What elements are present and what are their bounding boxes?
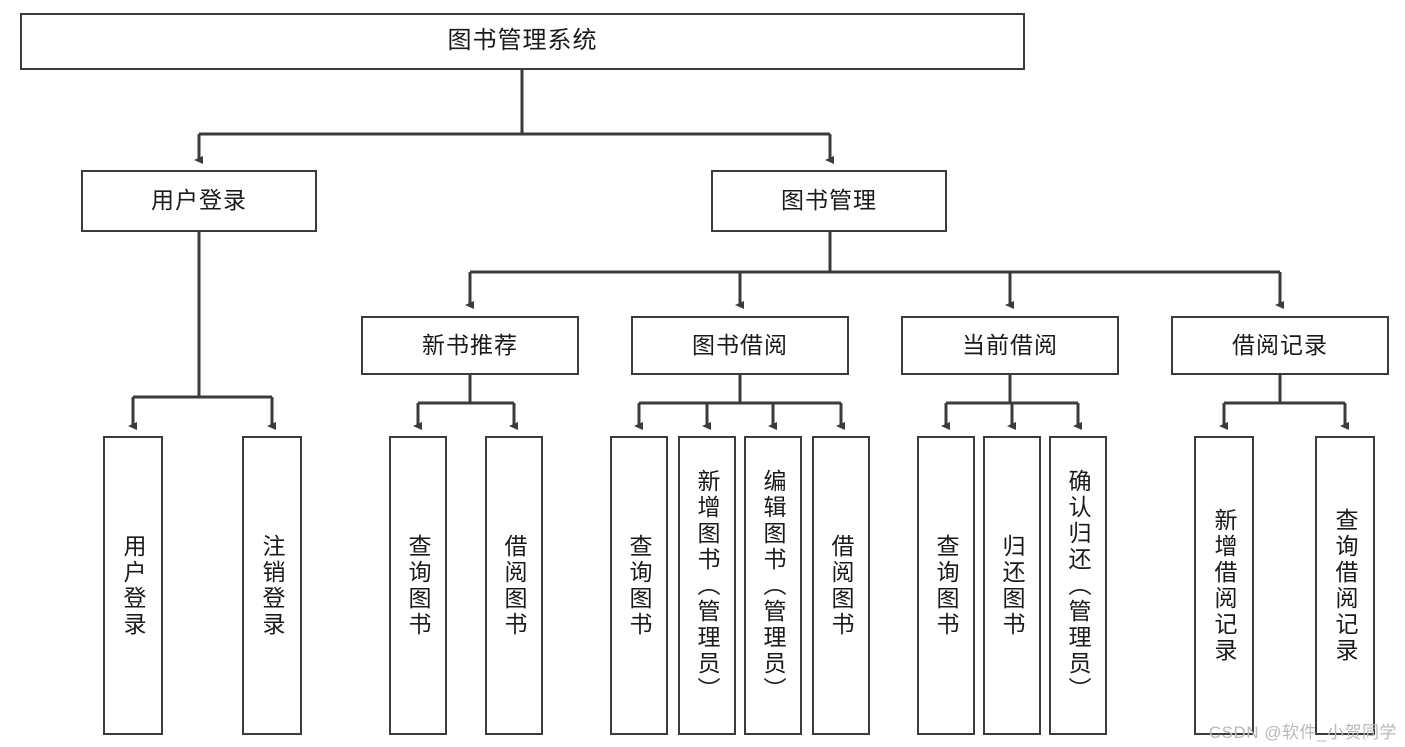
node-label: 归还图书 xyxy=(999,533,1026,638)
node-user-login[interactable]: 用户登录 xyxy=(81,170,317,232)
node-label: 借阅图书 xyxy=(828,533,855,638)
node-label: 查询借阅记录 xyxy=(1332,507,1359,664)
leaf-borrow-add-book-admin[interactable]: 新增图书（管理员） xyxy=(678,436,736,735)
node-book-management[interactable]: 图书管理 xyxy=(711,170,947,232)
node-label: 新增借阅记录 xyxy=(1211,507,1238,664)
node-label: 借阅图书 xyxy=(501,533,528,638)
node-label: 查询图书 xyxy=(933,533,960,638)
node-label: 图书管理 xyxy=(781,187,877,214)
node-label: 新增图书（管理员） xyxy=(694,468,721,703)
node-label: 当前借阅 xyxy=(962,331,1058,358)
leaf-current-query-book[interactable]: 查询图书 xyxy=(917,436,975,735)
node-label: 用户登录 xyxy=(120,533,147,638)
leaf-new-book-borrow[interactable]: 借阅图书 xyxy=(485,436,543,735)
node-label: 注销登录 xyxy=(259,533,286,638)
node-label: 借阅记录 xyxy=(1232,331,1328,358)
node-label: 图书借阅 xyxy=(692,331,788,358)
leaf-current-confirm-return-admin[interactable]: 确认归还（管理员） xyxy=(1049,436,1107,735)
node-label: 查询图书 xyxy=(626,533,653,638)
node-current-borrow[interactable]: 当前借阅 xyxy=(901,316,1119,375)
node-label: 编辑图书（管理员） xyxy=(760,468,787,703)
leaf-borrow-borrow-book[interactable]: 借阅图书 xyxy=(812,436,870,735)
leaf-record-add-record[interactable]: 新增借阅记录 xyxy=(1194,436,1254,735)
node-label: 确认归还（管理员） xyxy=(1065,468,1092,703)
node-label: 图书管理系统 xyxy=(447,27,598,55)
leaf-current-return-book[interactable]: 归还图书 xyxy=(983,436,1041,735)
leaf-borrow-query-book[interactable]: 查询图书 xyxy=(610,436,668,735)
leaf-user-login-signin[interactable]: 用户登录 xyxy=(103,436,163,735)
node-new-book-recommend[interactable]: 新书推荐 xyxy=(361,316,579,375)
leaf-borrow-edit-book-admin[interactable]: 编辑图书（管理员） xyxy=(744,436,802,735)
node-borrow-record[interactable]: 借阅记录 xyxy=(1171,316,1389,375)
watermark-text: CSDN @软件_小贺同学 xyxy=(1208,723,1397,742)
node-book-borrow[interactable]: 图书借阅 xyxy=(631,316,849,375)
leaf-user-login-signout[interactable]: 注销登录 xyxy=(242,436,302,735)
node-label: 新书推荐 xyxy=(422,331,518,358)
leaf-new-book-query[interactable]: 查询图书 xyxy=(389,436,447,735)
node-root-book-management-system[interactable]: 图书管理系统 xyxy=(20,13,1025,70)
node-label: 用户登录 xyxy=(151,187,247,214)
node-label: 查询图书 xyxy=(405,533,432,638)
leaf-record-query-record[interactable]: 查询借阅记录 xyxy=(1315,436,1375,735)
